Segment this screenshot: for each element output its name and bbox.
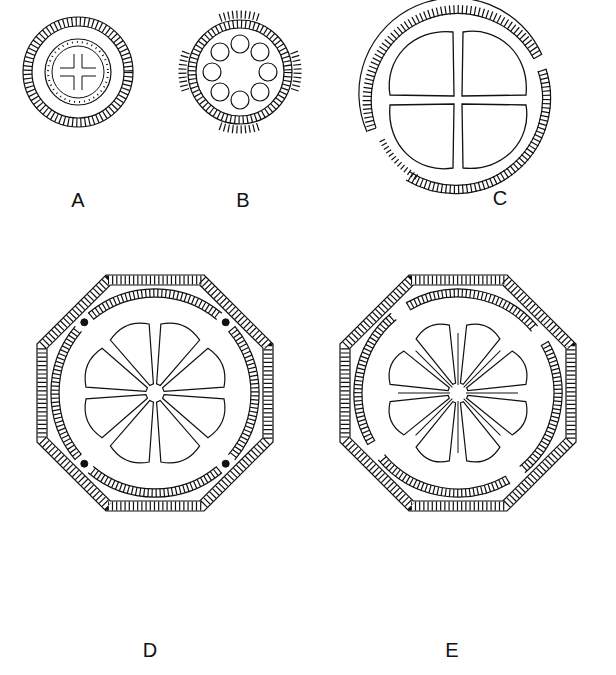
panel-letter: A (71, 190, 84, 210)
panel-letter: E (445, 640, 458, 660)
section-b (182, 14, 297, 129)
section-c (359, 0, 551, 194)
panel-letter: C (493, 188, 507, 208)
section-d (37, 275, 273, 511)
section-e (340, 275, 576, 511)
section-a (23, 17, 133, 127)
panel-letter: D (143, 640, 157, 660)
panel-letter: B (236, 190, 249, 210)
